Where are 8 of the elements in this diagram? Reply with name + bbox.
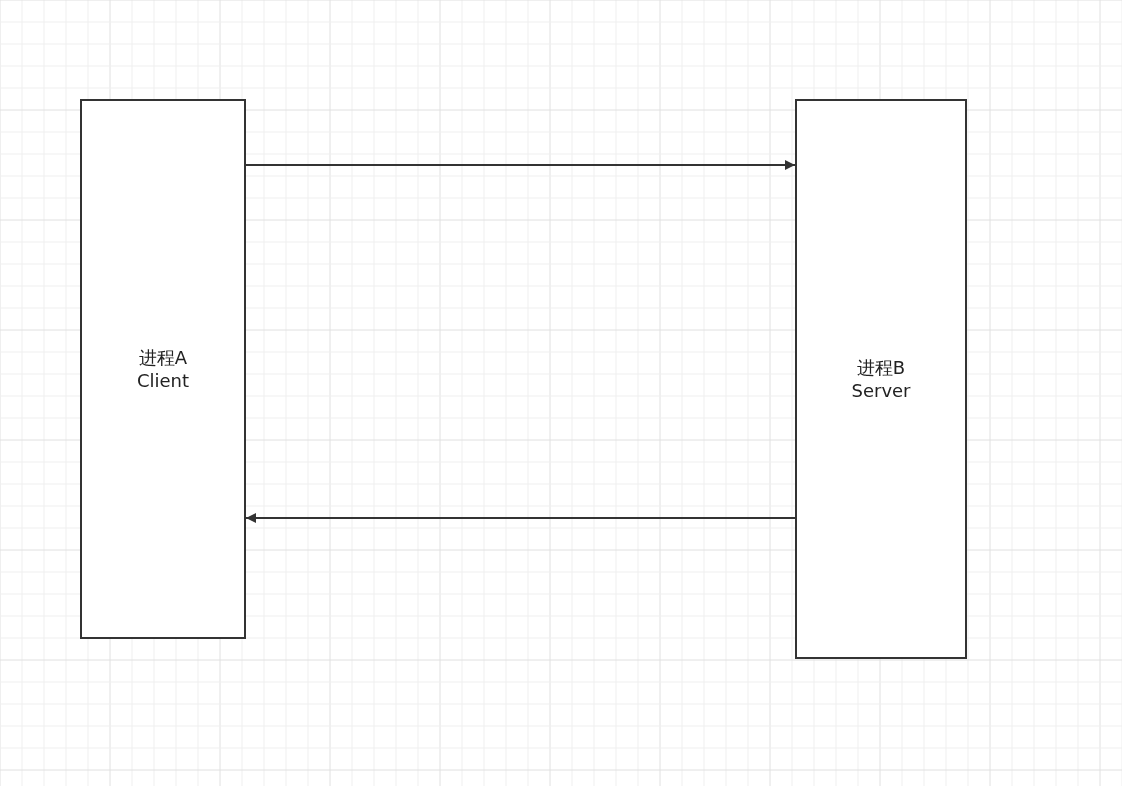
process-box [795, 99, 967, 659]
arrow [245, 513, 796, 523]
node-label: Client [136, 369, 190, 392]
node-label: Server [851, 379, 911, 402]
node-label: 进程B [856, 356, 906, 379]
arrow [245, 160, 796, 170]
process-box [80, 99, 246, 639]
node-label: 进程A [138, 346, 188, 369]
